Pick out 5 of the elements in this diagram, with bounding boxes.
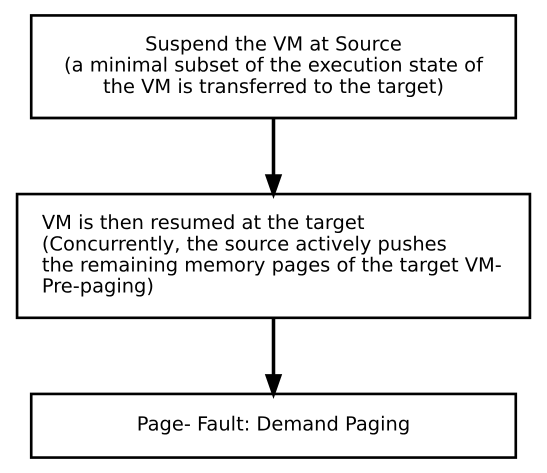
node-box: VM is then resumed at the target (Concurrently, the source actively pushes the remaining memory pages of the target VM- Pre-paging) bbox=[16, 192, 532, 320]
arrow bbox=[264, 118, 282, 200]
node-box: Page- Fault: Demand Paging bbox=[30, 392, 518, 459]
node-box: Suspend the VM at Source (a minimal subset of the execution state of the VM is transferred to the target) bbox=[30, 14, 518, 120]
arrow bbox=[264, 318, 282, 399]
